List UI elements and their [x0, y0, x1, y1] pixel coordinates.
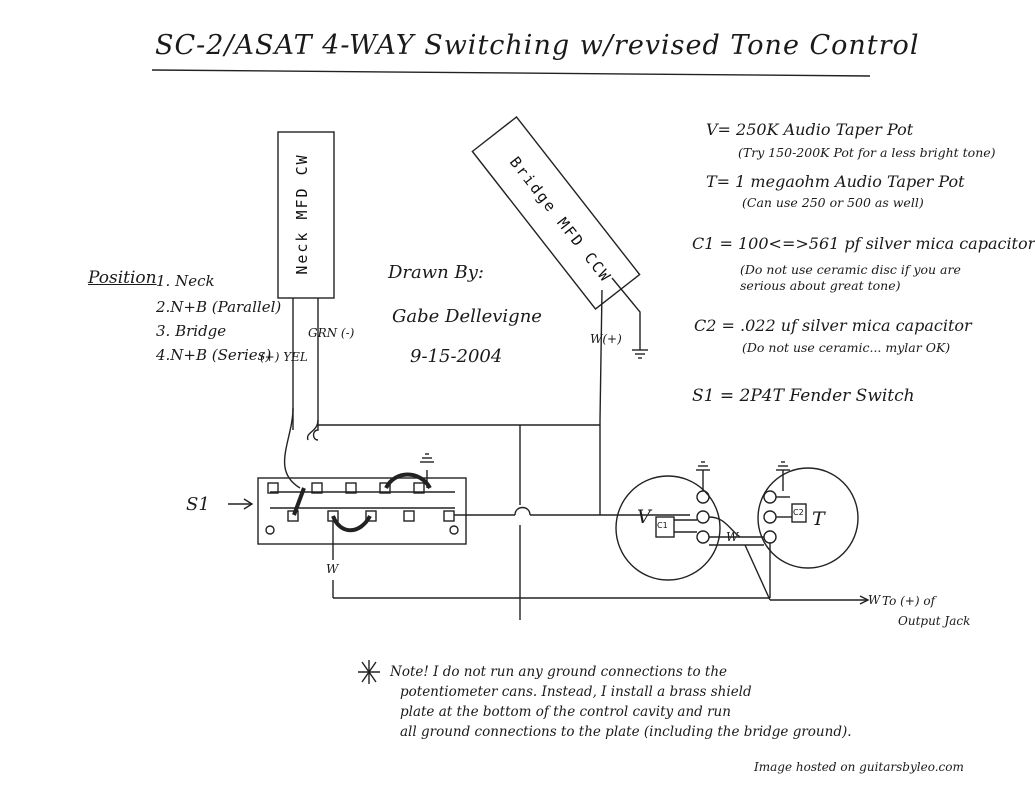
wire-label-grn: GRN (-)	[308, 326, 355, 340]
spec-c1: C1 = 100<=>561 pf silver mica capacitor	[692, 234, 1035, 253]
pot-v	[615, 475, 721, 581]
spec-t: T= 1 megaohm Audio Taper Pot	[706, 172, 965, 191]
switch-s1	[257, 477, 467, 545]
position-item-1: 1. Neck	[156, 272, 215, 290]
note-line-2: potentiometer cans. Instead, I install a…	[400, 684, 752, 700]
note-line-4: all ground connections to the plate (inc…	[400, 724, 852, 740]
position-item-3: 3. Bridge	[156, 322, 227, 340]
spec-s1: S1 = 2P4T Fender Switch	[692, 386, 915, 406]
pot-v-label: V	[637, 506, 651, 528]
pot-t-label: T	[812, 508, 825, 530]
spec-t-note: (Can use 250 or 500 as well)	[742, 195, 924, 210]
spec-v: V= 250K Audio Taper Pot	[706, 120, 914, 139]
output-label-line1: To (+) of	[882, 594, 936, 608]
wire-label-w-switch: W	[326, 562, 339, 576]
wire-label-w-plus: W(+)	[590, 332, 622, 346]
output-label-line2: Output Jack	[898, 614, 971, 628]
bridge-pickup	[471, 115, 641, 311]
spec-v-note: (Try 150-200K Pot for a less bright tone…	[738, 145, 996, 160]
diagram-title: SC-2/ASAT 4-WAY Switching w/revised Tone…	[155, 30, 920, 61]
title-underline	[151, 69, 871, 77]
cap-c2-label: C2	[793, 508, 804, 517]
drawn-date: 9-15-2004	[410, 346, 503, 367]
position-item-4: 4.N+B (Series)	[156, 346, 272, 364]
cap-c1-label: C1	[657, 521, 668, 530]
spec-c2: C2 = .022 uf silver mica capacitor	[694, 316, 972, 335]
wire-label-yel: (+) YEL	[260, 350, 308, 364]
note-line-3: plate at the bottom of the control cavit…	[400, 704, 731, 720]
position-item-2: 2.N+B (Parallel)	[156, 298, 282, 316]
image-credit: Image hosted on guitarsbyleo.com	[754, 760, 964, 774]
spec-c1-note: (Do not use ceramic disc if you are seri…	[740, 262, 961, 293]
wire-label-w-out: W	[868, 593, 881, 607]
wire-label-w-pots: W	[726, 530, 739, 544]
position-heading: Position	[88, 268, 157, 288]
spec-c2-note: (Do not use ceramic... mylar OK)	[742, 340, 951, 355]
switch-label: S1	[186, 494, 210, 515]
note-line-1: Note! I do not run any ground connection…	[390, 664, 727, 680]
drawn-by-label: Drawn By:	[388, 262, 484, 283]
neck-pickup-label: Neck MFD CW	[293, 153, 311, 275]
neck-pickup	[277, 131, 335, 299]
pot-t	[757, 467, 859, 569]
drawn-by-name: Gabe Dellevigne	[392, 306, 542, 327]
